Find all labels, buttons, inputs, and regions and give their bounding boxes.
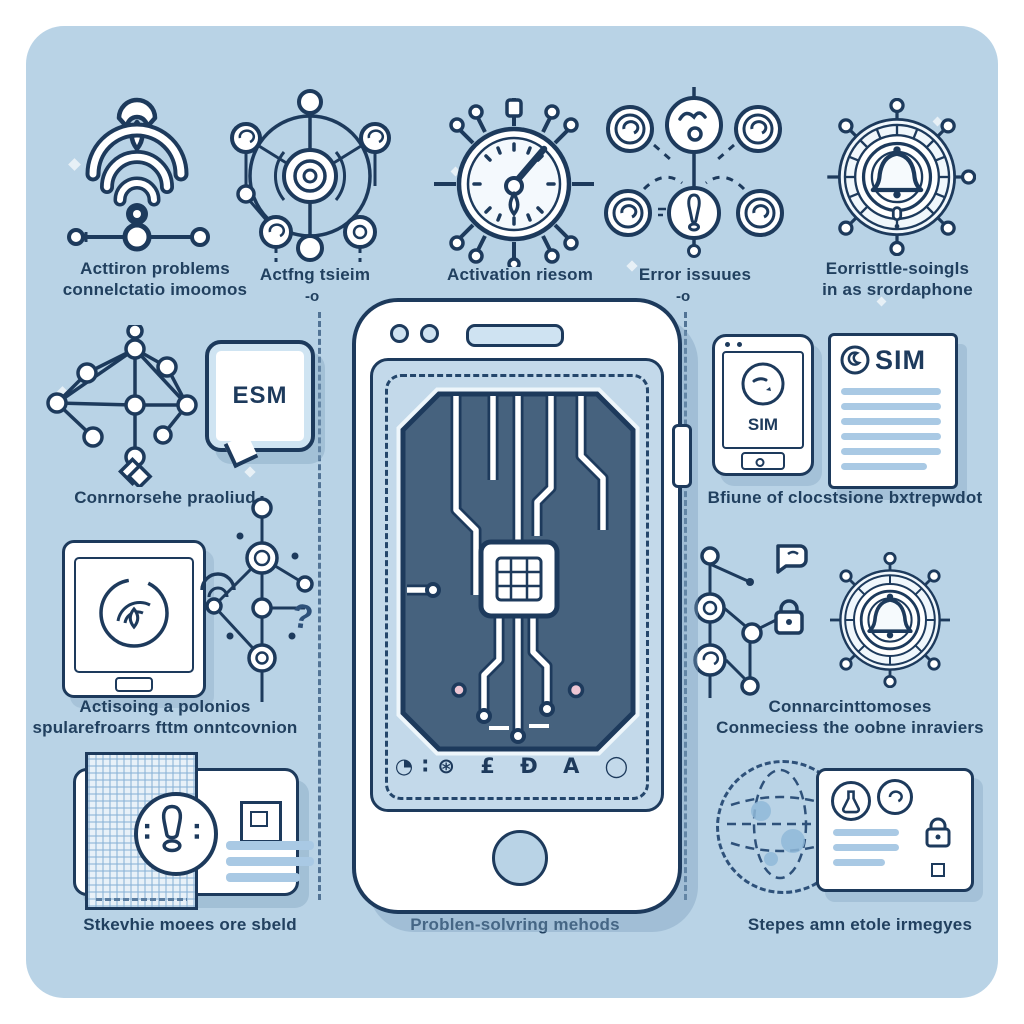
flask-badge bbox=[831, 781, 871, 821]
caption-phone-sim-doc: Bfiune of clocstsione bxtrepwdot bbox=[707, 488, 983, 507]
phone-side-button bbox=[672, 424, 692, 488]
camera-dot bbox=[725, 342, 730, 347]
qr-code-icon bbox=[240, 801, 282, 843]
fingerprint-phone-illustration bbox=[62, 540, 206, 698]
caption-error-issues: Error issuues bbox=[638, 265, 752, 284]
sim-doc-title: SIM bbox=[875, 344, 927, 375]
caption-sketch-modes: Stkevhie moees ore sbeld bbox=[83, 915, 297, 934]
home-button bbox=[492, 830, 548, 886]
divider-left bbox=[318, 312, 321, 900]
caption-steps-images: Stepes amn etole irmegyes bbox=[747, 915, 973, 934]
central-phone-illustration: ◔∶⊛ £ Ð A ◯ bbox=[352, 298, 692, 914]
doc-text-line bbox=[841, 418, 941, 425]
camera-dot bbox=[737, 342, 742, 347]
gauge-timer-icon bbox=[434, 98, 594, 267]
globe-cards-illustration bbox=[698, 750, 988, 910]
wifi-signal-icon bbox=[67, 97, 210, 252]
screen-dashed-frame bbox=[385, 374, 649, 800]
radar-network-icon bbox=[230, 89, 391, 262]
dot-network-icon bbox=[205, 496, 314, 702]
caption-activation-reason: Activation riesom bbox=[446, 265, 594, 284]
caption-problem-solving: Problen-solvring mehods bbox=[410, 915, 620, 934]
doc-text-line bbox=[841, 463, 927, 470]
caption-connection-prepaid: Conrnorsehe praoliud bbox=[74, 488, 256, 507]
error-nodes-icon bbox=[604, 87, 784, 258]
face-icon bbox=[741, 362, 785, 406]
id-card-code-strip bbox=[96, 898, 187, 901]
id-card-illustration bbox=[56, 752, 326, 910]
sim-phone-illustration: SIM bbox=[712, 334, 814, 476]
esm-speech-bubble: ESM bbox=[205, 340, 315, 452]
doc-text-line bbox=[841, 433, 941, 440]
id-text-line bbox=[226, 841, 314, 850]
speaker-slot bbox=[466, 324, 564, 347]
camera-dot bbox=[420, 324, 439, 343]
bell-mandala-icon bbox=[827, 98, 976, 256]
exclamation-person-icon bbox=[144, 804, 200, 853]
fingerprint-phone-screen bbox=[74, 557, 194, 673]
steps-card bbox=[816, 768, 974, 892]
phone-statusbar-icons: ◔∶⊛ £ Ð A ◯ bbox=[394, 754, 638, 778]
sim-doc-badge-icon bbox=[840, 345, 870, 375]
network-tree-icon bbox=[46, 325, 198, 487]
caption-acting: Actfng tsieim bbox=[259, 265, 371, 284]
doc-text-line bbox=[841, 403, 941, 410]
doc-text-line bbox=[841, 388, 941, 395]
sim-doc-header: SIM bbox=[839, 344, 926, 376]
mini-phone-home bbox=[741, 452, 785, 470]
card-text-line bbox=[833, 859, 885, 866]
bell-mandala-small-icon bbox=[830, 552, 950, 688]
card-square-mark bbox=[931, 863, 945, 877]
id-text-line bbox=[226, 857, 314, 866]
mini-phone-screen: SIM bbox=[722, 351, 804, 449]
esm-label: ESM bbox=[232, 382, 288, 409]
mini-phone-sim-label: SIM bbox=[747, 415, 779, 434]
fingerprint-phone-home bbox=[115, 677, 153, 692]
alert-person-badge bbox=[134, 792, 218, 876]
id-card-photo-panel bbox=[85, 752, 218, 910]
lock-icon bbox=[925, 817, 951, 848]
secure-network-icon bbox=[693, 544, 808, 698]
swirl-badge bbox=[877, 779, 913, 815]
doc-text-line bbox=[841, 448, 941, 455]
divider-right bbox=[684, 312, 687, 900]
sim-circuit-board bbox=[396, 387, 640, 756]
card-text-line bbox=[833, 829, 899, 836]
caption-error-sub: -o bbox=[676, 288, 691, 305]
caption-acting-sub: -o bbox=[305, 288, 320, 305]
id-text-line bbox=[226, 873, 300, 882]
card-text-line bbox=[833, 844, 899, 851]
camera-dot bbox=[390, 324, 409, 343]
qr-inner-mark bbox=[250, 811, 268, 827]
fingerprint-icon bbox=[99, 578, 169, 648]
sim-document-card: SIM bbox=[828, 333, 958, 489]
